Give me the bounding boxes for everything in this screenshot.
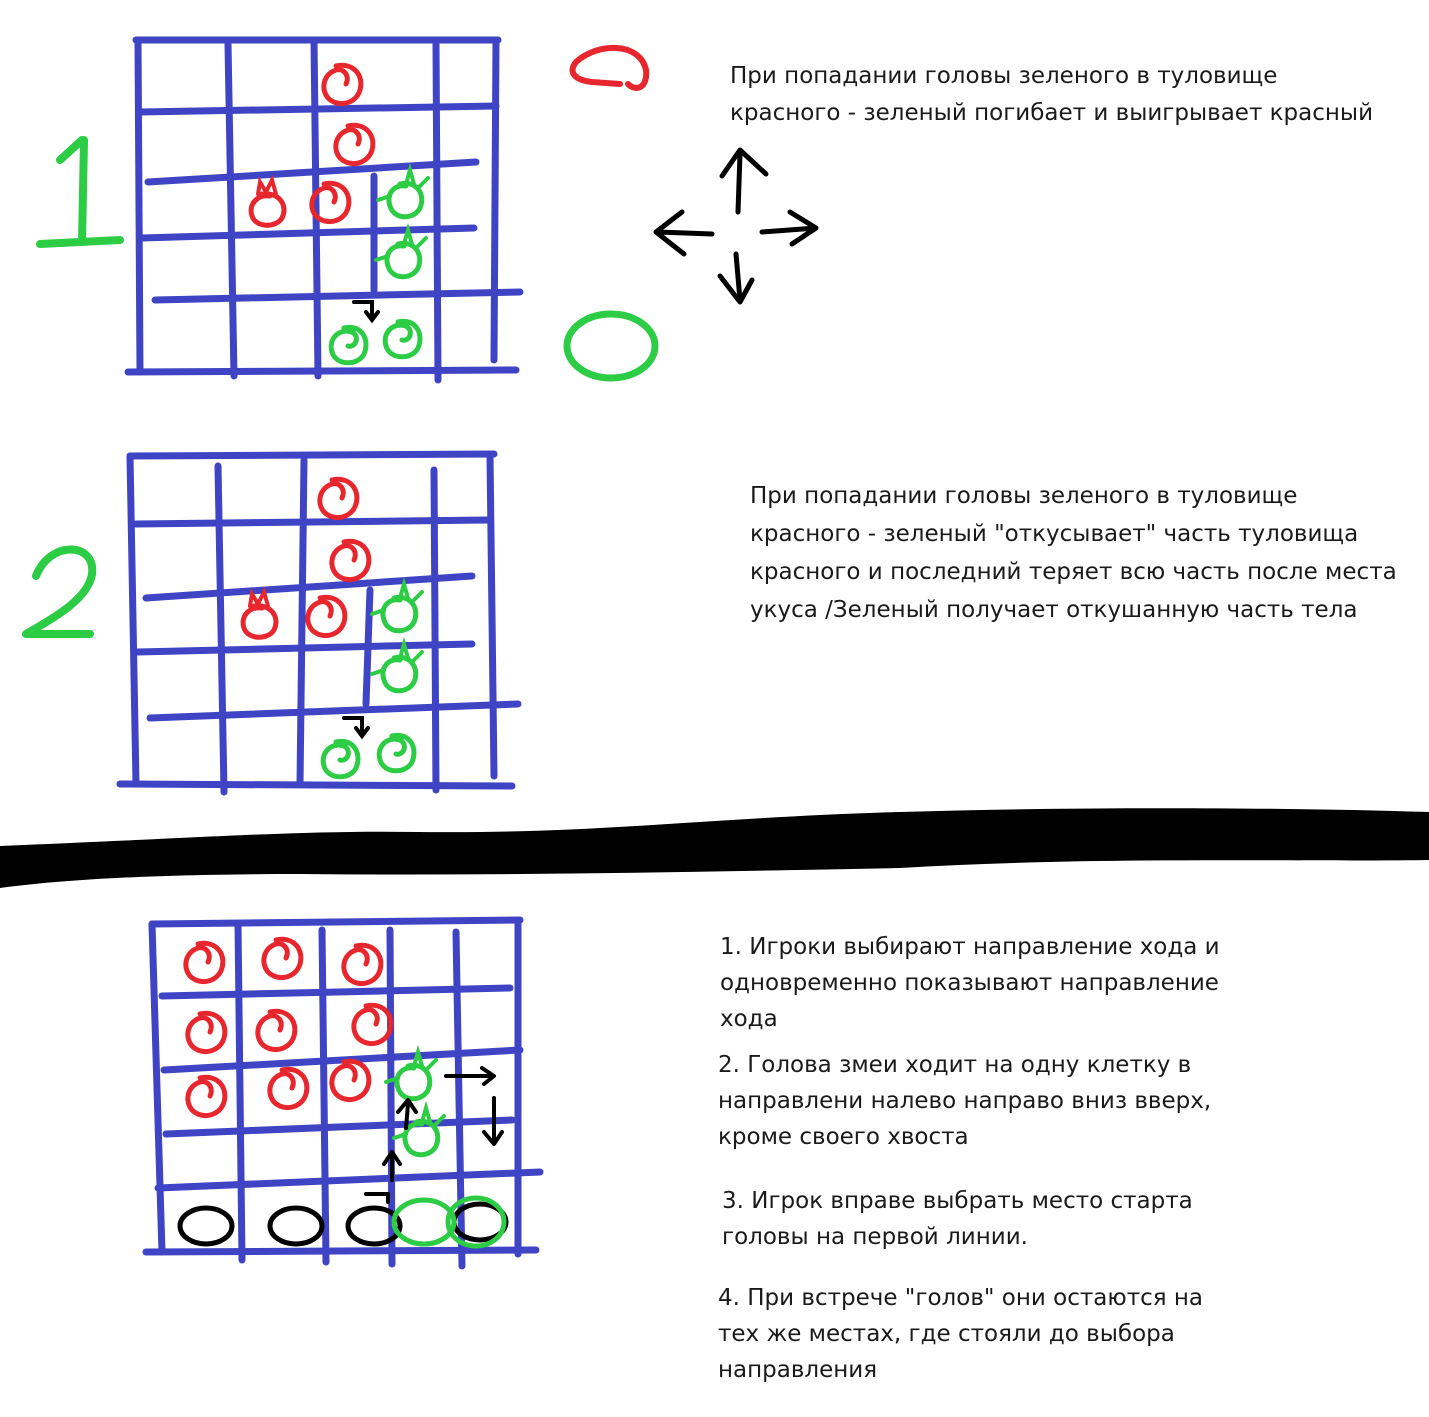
board-grid-3 <box>142 916 544 1270</box>
note-line: красного - зеленый погибает и выигрывает… <box>730 100 1374 126</box>
note-line: хода <box>720 1006 778 1032</box>
note-line: головы на первой линии. <box>722 1224 1028 1250</box>
note-line: 3. Игрок вправе выбрать место старта <box>722 1188 1193 1214</box>
direction-arrows-icon <box>653 147 819 305</box>
note-line: 1. Игроки выбирают направление хода и <box>720 934 1220 960</box>
note-line: красного - зеленый "откусывает" часть ту… <box>750 521 1359 547</box>
note-line: кроме своего хвоста <box>718 1124 969 1150</box>
green-player-token-icon <box>563 310 659 382</box>
green-snake-2 <box>323 584 422 777</box>
game-rule-1: 1. Игроки выбирают направление хода и од… <box>720 929 1220 1037</box>
note-line: тех же местах, где стояли до выбора <box>718 1321 1175 1347</box>
start-line-ovals <box>180 1195 506 1249</box>
game-rule-4: 4. При встрече "голов" они остаются на т… <box>718 1280 1203 1388</box>
note-line: укуса /Зеленый получает откушанную часть… <box>750 597 1358 623</box>
rule-note-scenario-2: При попадании головы зеленого в туловище… <box>750 477 1397 629</box>
board-grid-1 <box>124 36 524 384</box>
red-snake-3 <box>186 939 391 1115</box>
number-one <box>36 136 124 248</box>
red-player-token-icon <box>569 44 650 91</box>
note-line: красного и последний теряет всю часть по… <box>750 559 1397 585</box>
board-grid-2 <box>116 450 522 796</box>
section-divider <box>0 808 1429 888</box>
game-rule-3: 3. Игрок вправе выбрать место старта гол… <box>722 1183 1193 1255</box>
move-arrow-2 <box>342 716 370 740</box>
note-line: При попадании головы зеленого в туловище <box>730 63 1278 89</box>
game-rule-2: 2. Голова змеи ходит на одну клетку в на… <box>718 1047 1211 1155</box>
move-path-arrows-3 <box>364 1066 504 1204</box>
rule-note-scenario-1: При попадании головы зеленого в туловище… <box>730 58 1373 132</box>
note-line: 2. Голова змеи ходит на одну клетку в <box>718 1052 1192 1078</box>
green-snake-3 <box>386 1052 444 1155</box>
move-arrow-1 <box>352 300 380 324</box>
note-line: одновременно показывают направление <box>720 970 1219 996</box>
note-line: При попадании головы зеленого в туловище <box>750 483 1298 509</box>
note-line: 4. При встрече "голов" они остаются на <box>718 1285 1204 1311</box>
green-snake-1 <box>331 170 428 363</box>
note-line: направлени налево направо вниз вверх, <box>718 1088 1212 1114</box>
note-line: направления <box>718 1357 878 1383</box>
number-two <box>22 545 97 638</box>
